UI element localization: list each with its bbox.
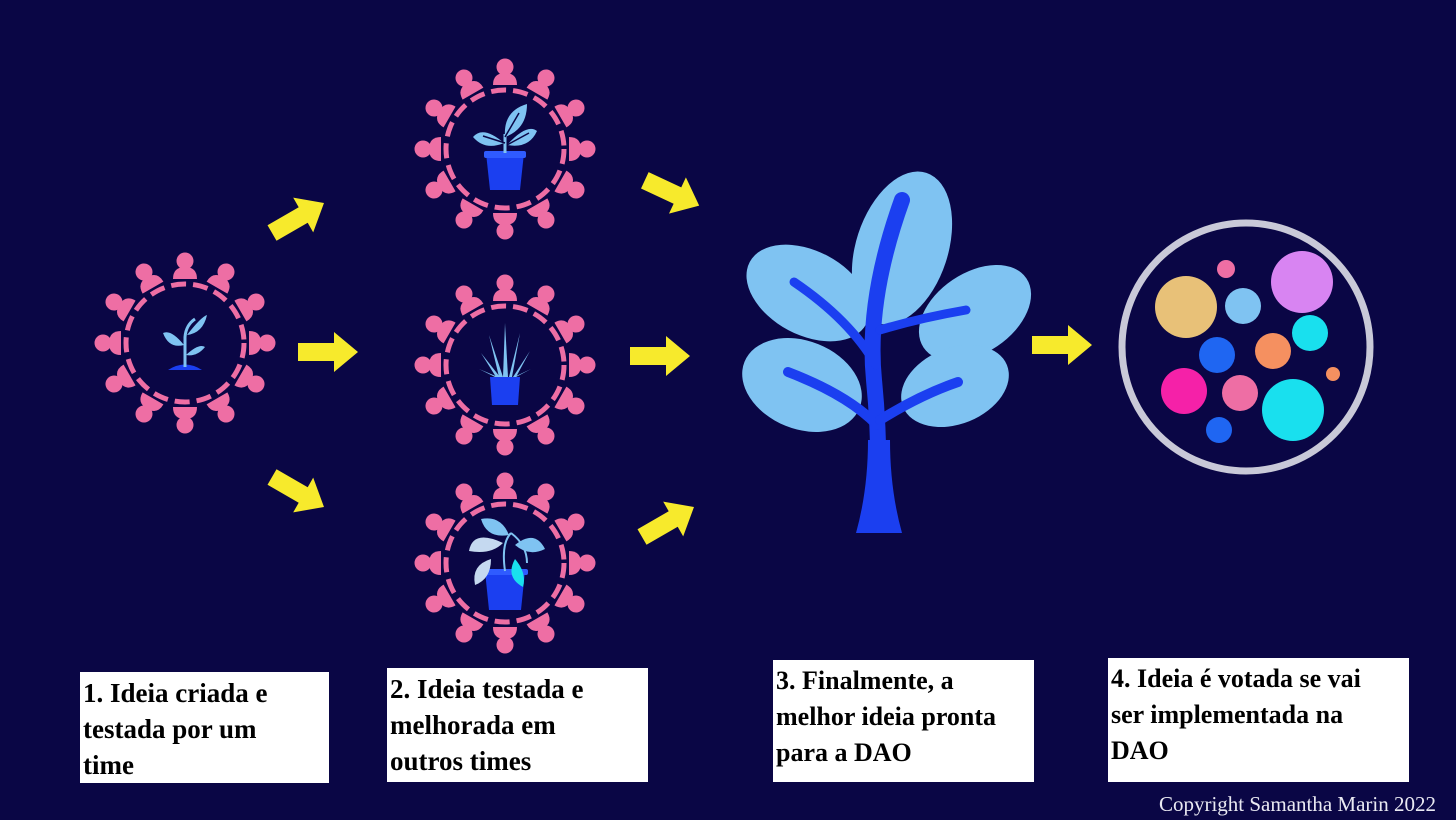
caption-line: time <box>83 750 134 780</box>
arrow-icon <box>632 489 704 555</box>
caption-line: melhor ideia pronta <box>776 702 997 731</box>
arrow-icon <box>1032 325 1092 365</box>
arrow-icon <box>262 459 334 525</box>
arrow-icon <box>630 336 690 376</box>
caption-line: 1. Ideia criada e <box>83 678 268 708</box>
caption-line: ser implementada na <box>1111 700 1344 729</box>
caption-line: melhorada em <box>390 710 556 740</box>
aloe-icon <box>479 323 531 405</box>
arrow-icon <box>262 185 334 251</box>
caption-line: outros times <box>390 746 532 776</box>
caption-line: DAO <box>1111 736 1169 765</box>
caption-line: 4. Ideia é votada se vai <box>1111 664 1361 693</box>
dao-circle-icon <box>1118 219 1374 475</box>
copyright-text: Copyright Samantha Marin 2022 <box>1158 792 1436 816</box>
seedling-icon <box>163 315 207 370</box>
caption-line: para a DAO <box>776 738 912 767</box>
caption-step-3: 3. Finalmente, a melhor ideia pronta par… <box>773 660 1034 782</box>
caption-line: 2. Ideia testada e <box>390 674 584 704</box>
arrow-icon <box>636 162 708 224</box>
caption-step-1: 1. Ideia criada e testada por um time <box>80 672 329 783</box>
potted-plant-icon <box>473 104 537 190</box>
tree-icon <box>742 171 1032 533</box>
caption-line: 3. Finalmente, a <box>776 666 954 695</box>
caption-step-2: 2. Ideia testada e melhorada em outros t… <box>387 668 648 782</box>
pothos-icon <box>469 518 545 610</box>
arrow-icon <box>298 332 358 372</box>
caption-line: testada por um <box>83 714 257 744</box>
caption-step-4: 4. Ideia é votada se vai ser implementad… <box>1108 658 1409 782</box>
